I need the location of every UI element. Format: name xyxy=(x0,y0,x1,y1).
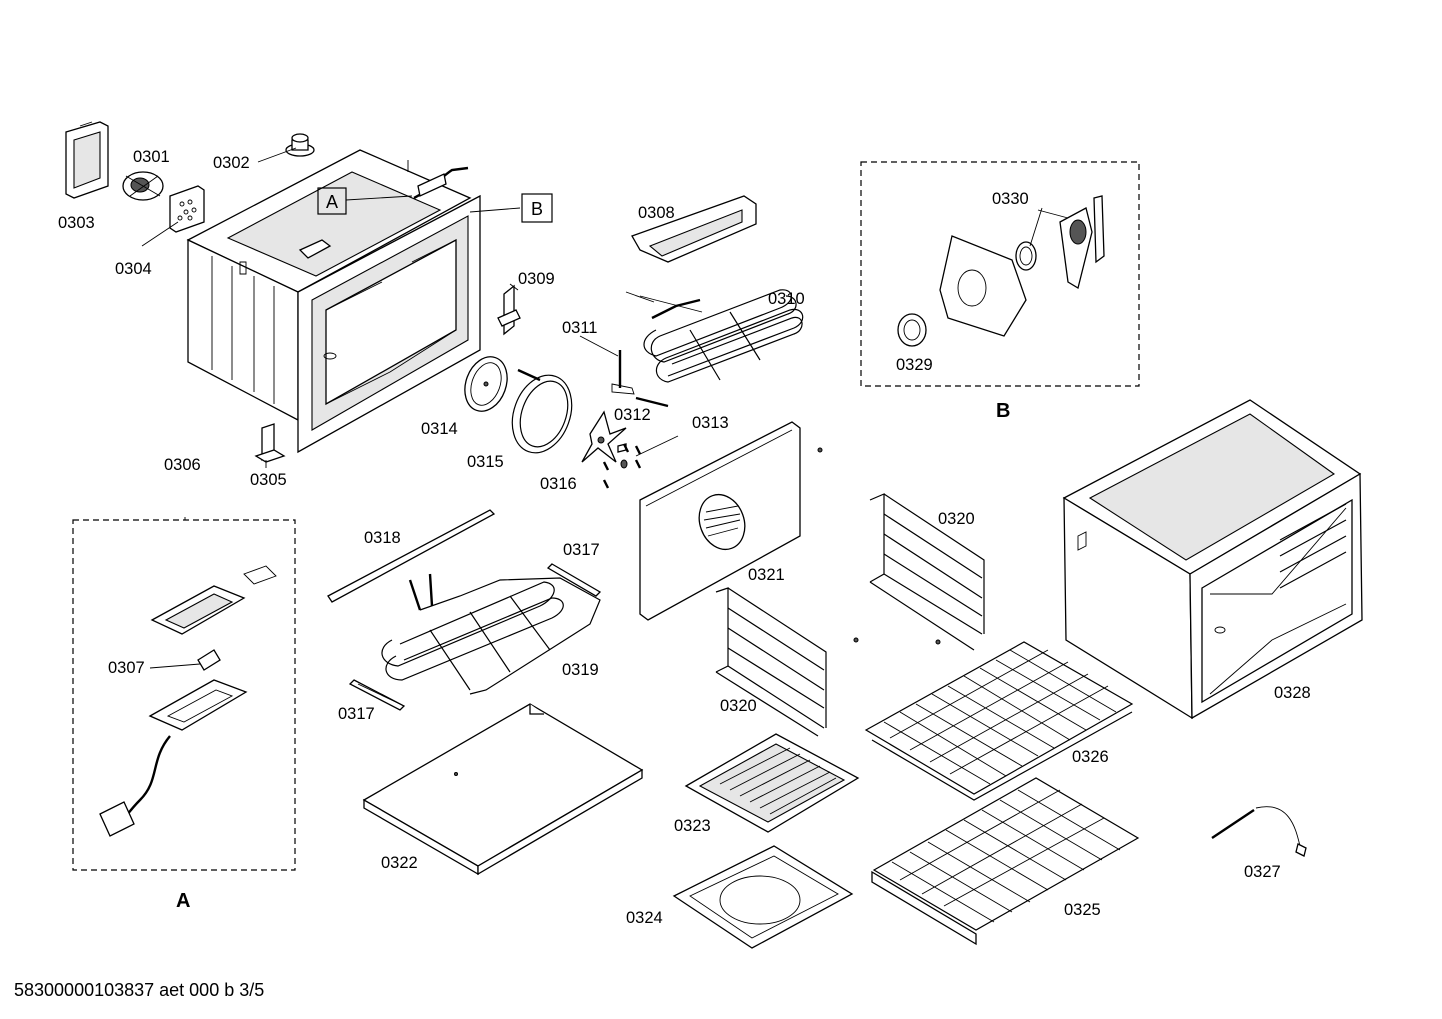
label-0301: 0301 xyxy=(133,148,170,166)
part-0321-rear-panel xyxy=(639,421,823,621)
part-0303-cover-plate xyxy=(65,121,109,199)
label-0302: 0302 xyxy=(213,154,250,172)
detail-b-assembly xyxy=(860,161,1140,387)
part-0319-grill-element xyxy=(381,573,601,695)
label-0328: 0328 xyxy=(1274,684,1311,702)
part-0320-rack-lower xyxy=(715,587,859,737)
part-0312-0313-small-parts xyxy=(602,443,642,489)
label-0318: 0318 xyxy=(364,529,401,547)
part-0326-wire-rack xyxy=(864,641,1134,801)
label-0329: 0329 xyxy=(896,356,933,374)
label-0321: 0321 xyxy=(748,566,785,584)
svg-text:A: A xyxy=(326,192,338,212)
label-0304: 0304 xyxy=(115,260,152,278)
callout-b: B xyxy=(521,193,553,223)
part-0328-oven-liner xyxy=(1062,399,1363,720)
label-0330: 0330 xyxy=(992,190,1029,208)
detail-a-lamp-assembly xyxy=(72,519,296,871)
part-0317-strip-upper xyxy=(546,563,602,597)
label-0327: 0327 xyxy=(1244,863,1281,881)
part-0323-broil-insert xyxy=(684,733,860,833)
label-0313: 0313 xyxy=(692,414,729,432)
part-0305-bracket xyxy=(254,423,286,463)
part-0316-fan-blade xyxy=(581,410,627,463)
part-0317-strip-lower xyxy=(348,679,406,711)
detail-b-label: B xyxy=(996,400,1010,422)
label-0309: 0309 xyxy=(518,270,555,288)
part-0318-strip xyxy=(327,509,496,603)
part-0309-bracket xyxy=(497,283,521,336)
label-0325: 0325 xyxy=(1064,901,1101,919)
part-0301-motor xyxy=(122,171,164,201)
document-reference: 58300000103837 aet 000 b 3/5 xyxy=(14,980,265,1000)
label-0317-lower: 0317 xyxy=(338,705,375,723)
label-0307: 0307 xyxy=(108,659,145,677)
label-0326: 0326 xyxy=(1072,748,1109,766)
svg-text:B: B xyxy=(531,199,543,219)
part-0325-telescopic-rack xyxy=(871,777,1140,946)
part-0324-broil-pan xyxy=(672,845,854,949)
label-0316: 0316 xyxy=(540,475,577,493)
label-0314: 0314 xyxy=(421,420,458,438)
label-0323: 0323 xyxy=(674,817,711,835)
label-0308: 0308 xyxy=(638,204,675,222)
part-0308-cover xyxy=(631,195,757,263)
label-0306: 0306 xyxy=(164,456,201,474)
part-0304-bracket xyxy=(169,185,205,233)
part-0310-heating-element xyxy=(625,289,804,383)
label-0311: 0311 xyxy=(562,319,597,337)
part-0314-fan-cover xyxy=(464,356,508,412)
part-0311-sensor xyxy=(611,350,669,408)
part-0302-fitting xyxy=(285,133,315,157)
part-0320-rack-upper xyxy=(869,493,985,651)
part-labels: 0301 0302 0303 0304 0305 0306 0307 0308 … xyxy=(58,148,1311,927)
callout-a: A xyxy=(317,187,347,215)
part-oven-housing xyxy=(186,149,481,454)
label-0303: 0303 xyxy=(58,214,95,232)
part-0327-probe xyxy=(1211,806,1307,857)
label-0312: 0312 xyxy=(614,406,651,424)
leader-lines xyxy=(141,147,1069,669)
label-0324: 0324 xyxy=(626,909,663,927)
label-0322: 0322 xyxy=(381,854,418,872)
label-0310: 0310 xyxy=(768,290,805,308)
label-0317-upper: 0317 xyxy=(563,541,600,559)
detail-a-label: A xyxy=(176,890,190,912)
label-0320-lower: 0320 xyxy=(720,697,757,715)
label-0315: 0315 xyxy=(467,453,504,471)
label-0305: 0305 xyxy=(250,471,287,489)
part-0322-tray xyxy=(362,703,644,876)
label-0319: 0319 xyxy=(562,661,599,679)
label-0320-upper: 0320 xyxy=(938,510,975,528)
part-0315-ring-element xyxy=(511,368,573,454)
